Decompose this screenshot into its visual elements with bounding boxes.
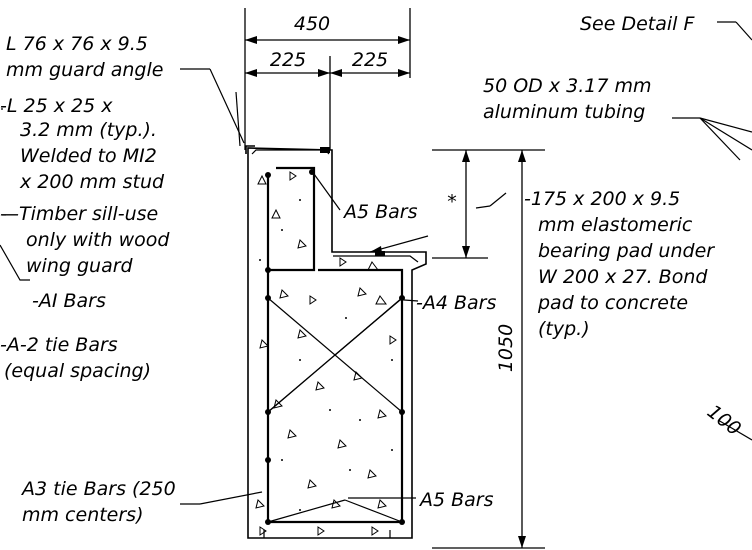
label-pad-1: -175 x 200 x 9.5 bbox=[524, 188, 680, 210]
label-guard-angle-2: mm guard angle bbox=[6, 59, 163, 81]
label-a5-bars-bottom: A5 Bars bbox=[418, 489, 494, 511]
label-timber-3: wing guard bbox=[26, 255, 134, 277]
label-a2-bars-1: -A-2 tie Bars bbox=[0, 334, 118, 356]
label-small-angle-3: Welded to MI2 bbox=[20, 145, 157, 167]
label-a3-bars-1: A3 tie Bars (250 bbox=[20, 478, 176, 500]
label-pad-2: mm elastomeric bbox=[538, 214, 693, 236]
label-a4-bars: -A4 Bars bbox=[416, 292, 496, 314]
label-small-angle-4: x 200 mm stud bbox=[19, 171, 165, 193]
label-a5-bars-top: A5 Bars bbox=[342, 201, 418, 223]
label-pad-6: (typ.) bbox=[538, 318, 590, 340]
dim-height: 1050 bbox=[495, 324, 517, 372]
label-tubing-2: aluminum tubing bbox=[483, 101, 645, 123]
label-a3-bars-2: mm centers) bbox=[22, 504, 144, 526]
label-a2-bars-2: (equal spacing) bbox=[4, 360, 151, 382]
concrete-section bbox=[245, 145, 427, 539]
label-timber-1: —Timber sill-use bbox=[0, 203, 158, 225]
backwall-marker: * bbox=[447, 191, 457, 213]
right-dimension-group: * 1050 bbox=[432, 149, 545, 549]
dim-total-width: 450 bbox=[294, 13, 330, 35]
concrete-aggregate-hatch bbox=[255, 171, 397, 536]
dim-half-left: 225 bbox=[270, 49, 306, 71]
label-a1-bars: -AI Bars bbox=[32, 290, 106, 312]
dim-half-right: 225 bbox=[352, 49, 388, 71]
label-tubing-1: 50 OD x 3.17 mm bbox=[483, 75, 652, 97]
label-pad-3: bearing pad under bbox=[538, 240, 715, 262]
label-see-detail-f: See Detail F bbox=[580, 13, 695, 35]
label-small-angle-2: 3.2 mm (typ.). bbox=[20, 119, 157, 141]
annotations: L 76 x 76 x 9.5 mm guard angle -L 25 x 2… bbox=[0, 13, 745, 526]
label-pad-5: pad to concrete bbox=[537, 292, 688, 314]
label-small-angle-1: -L 25 x 25 x bbox=[0, 95, 113, 117]
corner-angle-marker bbox=[320, 147, 330, 153]
bearing-seat-marker bbox=[375, 251, 385, 256]
label-pad-4: W 200 x 27. Bond bbox=[538, 266, 708, 288]
leader-lines bbox=[0, 21, 752, 505]
top-dimension-group: 450 225 225 bbox=[244, 8, 411, 150]
label-guard-angle-1: L 76 x 76 x 9.5 bbox=[6, 33, 148, 55]
label-timber-2: only with wood bbox=[26, 229, 170, 251]
label-slope: 100 bbox=[703, 401, 745, 441]
